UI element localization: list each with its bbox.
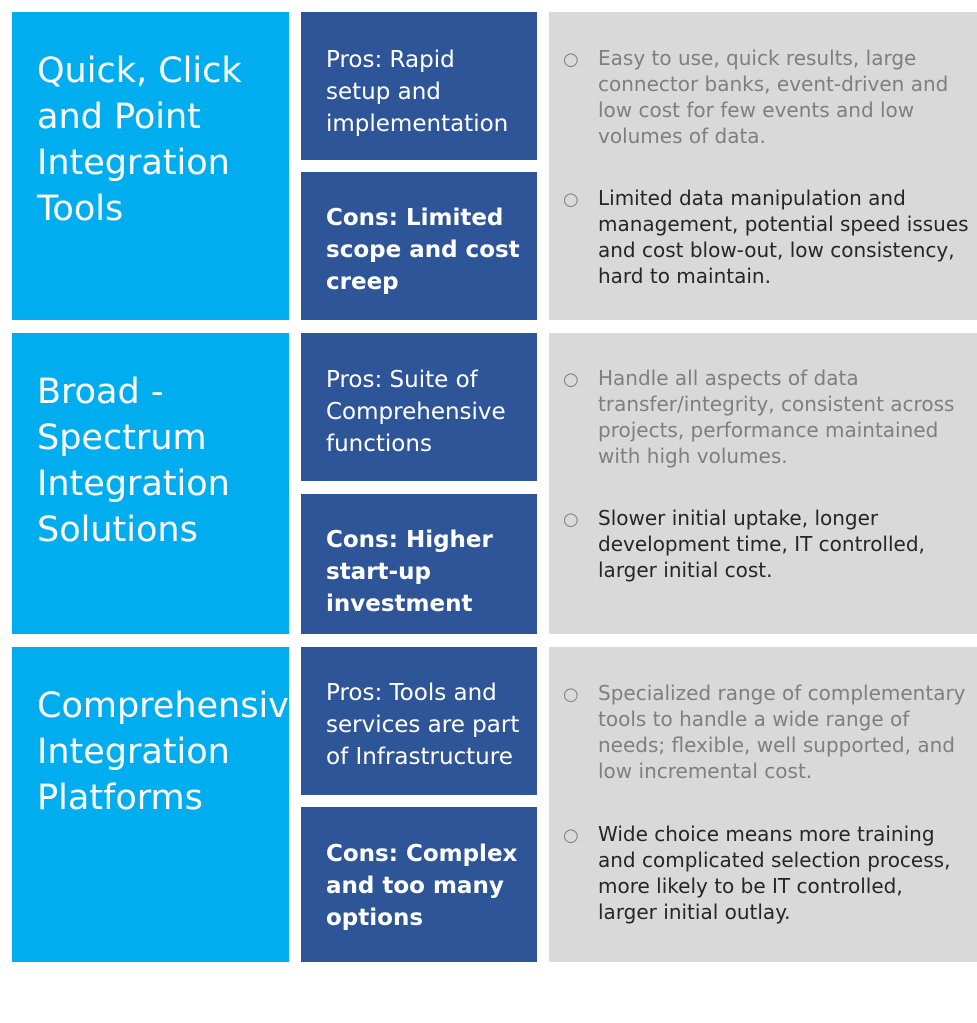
category-title-line: Tools bbox=[37, 189, 124, 229]
pros-label-line: services are part bbox=[326, 712, 520, 738]
category-title-line: Integration bbox=[37, 143, 230, 183]
pros-detail-line: needs; flexible, well supported, and bbox=[598, 733, 955, 757]
pros-detail-line: connector banks, event-driven and bbox=[598, 72, 949, 96]
row-broad-spectrum: Broad - Spectrum Integration Solutions P… bbox=[12, 333, 977, 634]
cons-detail-line: development time, IT controlled, bbox=[598, 532, 925, 556]
row-quick-click: Quick, Click and Point Integration Tools… bbox=[12, 12, 977, 320]
pros-box: Pros: Tools and services are part of Inf… bbox=[301, 647, 537, 795]
detail-panel: ○ Specialized range of complementary too… bbox=[549, 647, 977, 962]
pros-label-line: Pros: Suite of bbox=[326, 367, 478, 393]
pros-detail-line: volumes of data. bbox=[598, 124, 766, 148]
bullet-icon: ○ bbox=[563, 825, 579, 846]
cons-label-line: start-up bbox=[326, 559, 431, 585]
detail-panel: ○ Easy to use, quick results, large conn… bbox=[549, 12, 977, 320]
category-title-line: Comprehensive bbox=[37, 686, 311, 726]
cons-label-line: options bbox=[326, 905, 424, 931]
category-title-line: Spectrum bbox=[37, 418, 207, 458]
pros-detail: Handle all aspects of data transfer/inte… bbox=[598, 365, 954, 469]
cons-detail-line: larger initial outlay. bbox=[598, 900, 791, 924]
cons-label-line: Cons: Higher bbox=[326, 527, 493, 553]
cons-box: Cons: Complex and too many options bbox=[301, 807, 537, 962]
category-title-line: Broad - bbox=[37, 372, 164, 412]
category-title-line: and Point bbox=[37, 97, 201, 137]
pros-label-line: Pros: Rapid bbox=[326, 47, 455, 73]
pros-detail-line: with high volumes. bbox=[598, 444, 788, 468]
pros-detail-line: low cost for few events and low bbox=[598, 98, 915, 122]
cons-detail: Slower initial uptake, longer developmen… bbox=[598, 505, 925, 583]
cons-label-line: scope and cost bbox=[326, 237, 520, 263]
pros-label-line: functions bbox=[326, 431, 432, 457]
cons-detail-line: management, potential speed issues bbox=[598, 212, 969, 236]
cons-label-line: Cons: Complex bbox=[326, 841, 518, 867]
cons-box: Cons: Limited scope and cost creep bbox=[301, 172, 537, 320]
pros-detail: Specialized range of complementary tools… bbox=[598, 680, 966, 784]
pros-detail-line: Handle all aspects of data bbox=[598, 366, 859, 390]
cons-detail: Wide choice means more training and comp… bbox=[598, 821, 950, 925]
pros-label-line: implementation bbox=[326, 111, 509, 137]
cons-box: Cons: Higher start-up investment bbox=[301, 494, 537, 634]
pros-detail-line: tools to handle a wide range of bbox=[598, 707, 910, 731]
pros-detail-line: Easy to use, quick results, large bbox=[598, 46, 917, 70]
pros-label-line: Pros: Tools and bbox=[326, 680, 497, 706]
pros-label-line: Comprehensive bbox=[326, 399, 506, 425]
bullet-icon: ○ bbox=[563, 189, 579, 210]
pros-detail: Easy to use, quick results, large connec… bbox=[598, 45, 948, 149]
category-title-line: Integration bbox=[37, 732, 230, 772]
pros-detail-line: low incremental cost. bbox=[598, 759, 813, 783]
cons-detail-line: and cost blow-out, low consistency, bbox=[598, 238, 955, 262]
category-title-line: Platforms bbox=[37, 778, 203, 818]
pros-detail-line: projects, performance maintained bbox=[598, 418, 939, 442]
cons-detail-line: more likely to be IT controlled, bbox=[598, 874, 903, 898]
cons-detail-line: Slower initial uptake, longer bbox=[598, 506, 879, 530]
bullet-icon: ○ bbox=[563, 684, 579, 705]
category-title-box: Broad - Spectrum Integration Solutions bbox=[12, 333, 289, 634]
bullet-icon: ○ bbox=[563, 509, 579, 530]
cons-label-line: creep bbox=[326, 269, 399, 295]
cons-detail-line: Wide choice means more training bbox=[598, 822, 935, 846]
pros-label-line: setup and bbox=[326, 79, 441, 105]
pros-detail-line: Specialized range of complementary bbox=[598, 681, 966, 705]
cons-detail-line: larger initial cost. bbox=[598, 558, 773, 582]
category-title-box: Quick, Click and Point Integration Tools bbox=[12, 12, 289, 320]
cons-detail: Limited data manipulation and management… bbox=[598, 185, 969, 289]
cons-detail-line: Limited data manipulation and bbox=[598, 186, 906, 210]
category-title-line: Quick, Click bbox=[37, 51, 242, 91]
cons-detail-line: and complicated selection process, bbox=[598, 848, 951, 872]
detail-panel: ○ Handle all aspects of data transfer/in… bbox=[549, 333, 977, 634]
pros-box: Pros: Suite of Comprehensive functions bbox=[301, 333, 537, 481]
bullet-icon: ○ bbox=[563, 369, 579, 390]
cons-label-line: Cons: Limited bbox=[326, 205, 504, 231]
row-comprehensive-platforms: Comprehensive Integration Platforms Pros… bbox=[12, 647, 977, 962]
pros-label-line: of Infrastructure bbox=[326, 744, 513, 770]
cons-detail-line: hard to maintain. bbox=[598, 264, 771, 288]
cons-label-line: and too many bbox=[326, 873, 504, 899]
cons-label-line: investment bbox=[326, 591, 473, 617]
category-title-box: Comprehensive Integration Platforms bbox=[12, 647, 311, 962]
pros-detail-line: transfer/integrity, consistent across bbox=[598, 392, 955, 416]
category-title-line: Solutions bbox=[37, 510, 198, 550]
category-title-line: Integration bbox=[37, 464, 230, 504]
pros-box: Pros: Rapid setup and implementation bbox=[301, 12, 537, 160]
bullet-icon: ○ bbox=[563, 49, 579, 70]
